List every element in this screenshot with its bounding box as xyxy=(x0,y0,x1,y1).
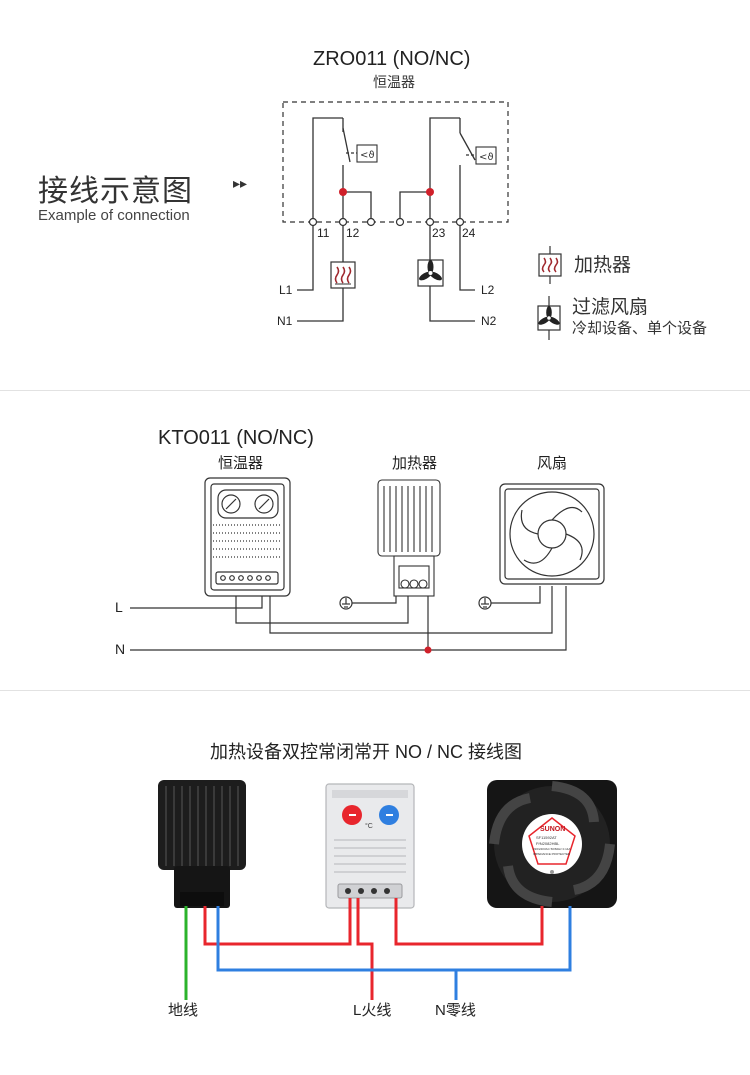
line-label-l2: L2 xyxy=(481,283,495,297)
kto011-wiring-sketch xyxy=(130,477,605,654)
legend-heater-label: 加热器 xyxy=(574,255,632,276)
fan-device xyxy=(499,483,605,585)
section-divider xyxy=(0,690,750,691)
s2-n-label: N xyxy=(115,641,126,657)
terminal xyxy=(395,217,405,227)
temp-sensor-box xyxy=(356,144,378,163)
wire-l1 xyxy=(297,226,314,291)
line-label-n1: N1 xyxy=(277,314,293,328)
s2-fan-label: 风扇 xyxy=(537,455,568,472)
terminal-label-23: 23 xyxy=(432,226,446,240)
thermostat-device xyxy=(204,477,291,597)
temp-sensor-glyph: <ϑ xyxy=(479,152,494,163)
wire-t1-heater xyxy=(235,596,409,624)
s3-unit-label: °C xyxy=(365,823,373,830)
ground-wire-label: 地线 xyxy=(168,1002,199,1019)
terminal-label-11: 11 xyxy=(317,226,330,240)
connection-heading-en: Example of connection xyxy=(38,207,190,224)
neutral-wire xyxy=(216,906,572,972)
live-wire-heater xyxy=(203,898,352,946)
arrow-icon: ▸▸ xyxy=(233,175,248,191)
zro011-schematic: <ϑ <ϑ xyxy=(282,101,562,340)
heater-icon xyxy=(330,261,356,289)
wire-n2 xyxy=(429,286,475,322)
fan-brand-label: SUNON xyxy=(540,826,566,833)
ground-icon xyxy=(339,596,353,610)
connection-heading: 接线示意图 xyxy=(38,175,193,208)
heater-device xyxy=(377,479,441,597)
s2-model-title: KTO011 (NO/NC) xyxy=(158,427,314,449)
fan-spec-line1: SF11592AT xyxy=(536,835,557,840)
junction-node xyxy=(426,188,434,196)
legend-fan-sublabel: 冷却设备、单个设备 xyxy=(572,320,708,337)
terminal-label-12: 12 xyxy=(346,226,360,240)
legend-fan-label: 过滤风扇 xyxy=(572,297,649,318)
terminal xyxy=(455,217,465,227)
wire-ground-fan xyxy=(491,586,541,604)
fan-spec-line3: 220/240VAC 50/60Hz 0.14A xyxy=(533,847,571,851)
thermostat-box xyxy=(282,101,509,223)
fan-icon xyxy=(417,259,444,287)
terminal xyxy=(366,217,376,227)
s3-title: 加热设备双控常闭常开 NO / NC 接线图 xyxy=(210,742,523,762)
fan-spec-line4: IMPEDANCE PROTECTED xyxy=(533,852,571,856)
wire-ground-heater xyxy=(352,596,397,604)
wire-l2 xyxy=(459,226,475,291)
fan-device xyxy=(487,780,617,908)
live-wire-fan xyxy=(394,898,544,946)
wire-l xyxy=(130,596,263,609)
section-divider xyxy=(0,390,750,391)
live-wire-common xyxy=(356,898,374,1000)
wire xyxy=(399,191,430,222)
wire-t2-fan xyxy=(269,586,553,634)
terminal xyxy=(338,217,348,227)
s2-l-label: L xyxy=(115,599,123,615)
wire-n1 xyxy=(297,288,344,322)
fan-spec-line2: P/N2082HBL xyxy=(536,841,560,846)
s1-model-title: ZRO011 (NO/NC) xyxy=(313,48,471,70)
junction-node xyxy=(424,646,432,654)
terminal xyxy=(308,217,318,227)
wire xyxy=(429,117,460,222)
line-label-n2: N2 xyxy=(481,314,497,328)
heater-device xyxy=(158,780,246,908)
wire-n xyxy=(130,586,567,651)
junction-node xyxy=(339,188,347,196)
live-wire-label: L火线 xyxy=(353,1002,392,1019)
legend-heater-icon xyxy=(538,246,562,284)
thermostat-device xyxy=(325,783,415,909)
s2-thermostat-label: 恒温器 xyxy=(218,455,264,472)
switch-contact xyxy=(342,127,351,163)
temp-sensor-glyph: <ϑ xyxy=(360,150,375,161)
terminal-label-24: 24 xyxy=(462,226,476,240)
s1-subtitle: 恒温器 xyxy=(373,74,415,90)
s2-heater-label: 加热器 xyxy=(392,455,438,472)
temp-sensor-box xyxy=(475,146,497,165)
wire xyxy=(343,191,372,222)
line-label-l1: L1 xyxy=(279,283,293,297)
legend-fan-icon xyxy=(537,296,561,340)
neutral-wire-label: N零线 xyxy=(435,1002,476,1019)
terminal xyxy=(425,217,435,227)
wire xyxy=(312,117,343,222)
